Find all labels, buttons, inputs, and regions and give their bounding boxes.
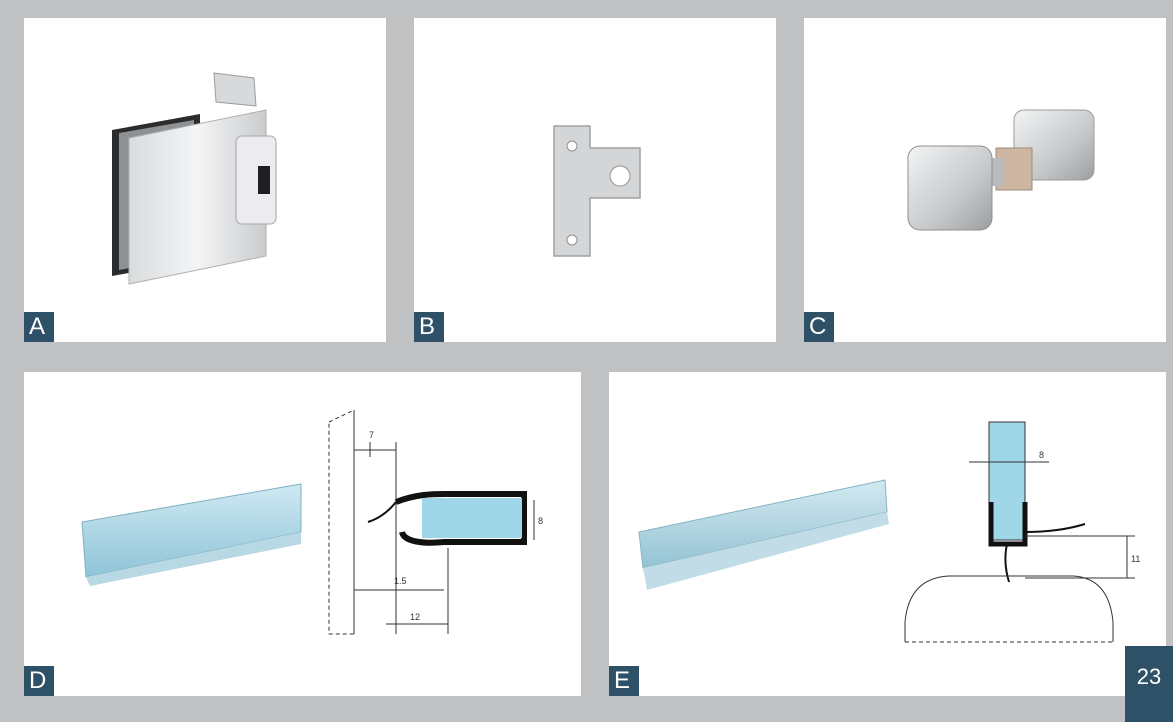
panel-a-label: A	[24, 312, 54, 342]
panel-b-label: B	[414, 312, 444, 342]
dim-d-3: 12	[410, 612, 420, 622]
knob-image	[907, 109, 1095, 231]
panel-e-label: E	[609, 666, 639, 696]
dim-d-1: 8	[538, 516, 543, 526]
seal-profile-image: 7 8 1.5 12	[81, 409, 543, 635]
dim-d-2: 1.5	[394, 576, 407, 586]
dim-d-0: 7	[369, 430, 374, 440]
panel-d-label: D	[24, 666, 54, 696]
panel-a: A	[24, 18, 386, 342]
dim-e-0: 8	[1039, 450, 1044, 460]
dim-e-1: 11	[1131, 554, 1140, 564]
mounting-plate-image	[553, 125, 641, 257]
panel-e: 8 11 E	[609, 372, 1166, 696]
seal-e-drawing	[904, 421, 1135, 643]
seal-d-drawing	[328, 409, 535, 635]
panel-b: B	[414, 18, 776, 342]
drip-seal-image: 8 11	[638, 421, 1140, 643]
panel-d: 7 8 1.5 12 D	[24, 372, 581, 696]
page-number: 23	[1125, 646, 1173, 722]
panel-c-label: C	[804, 312, 834, 342]
panel-c: C	[804, 18, 1166, 342]
hinge-image	[112, 72, 277, 285]
